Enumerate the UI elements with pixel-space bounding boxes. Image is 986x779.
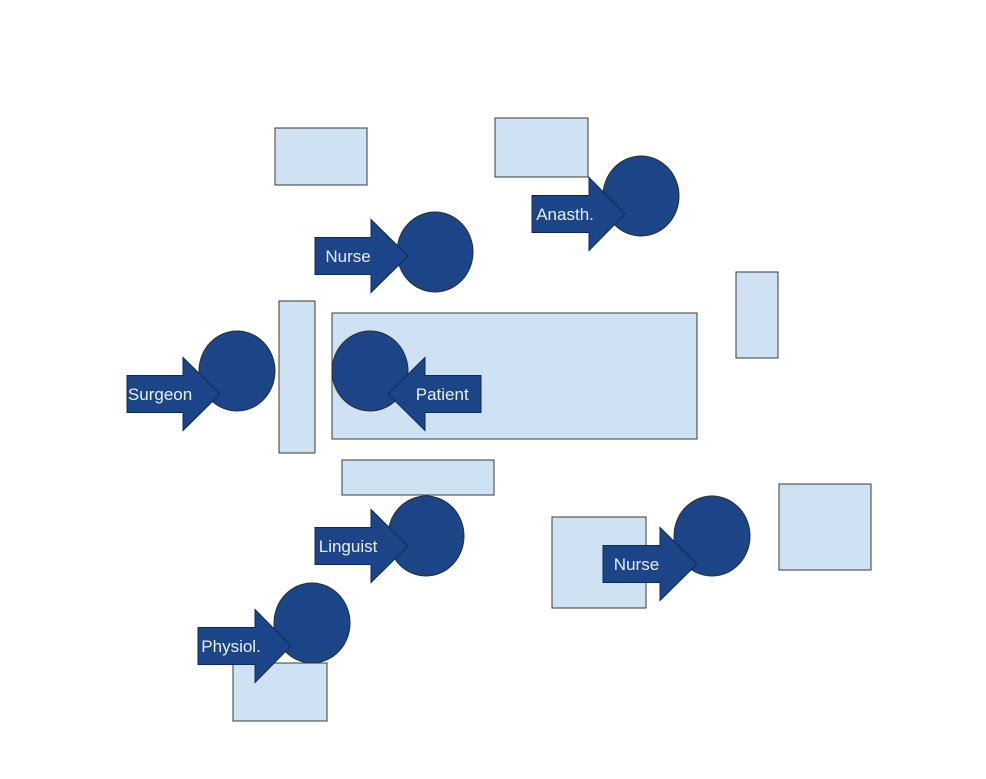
cabinet-right [735, 271, 779, 359]
role-patient-3: Patient [331, 330, 482, 432]
person-circle [198, 330, 276, 412]
role-label: Linguist [319, 537, 378, 556]
screen-panel [278, 300, 316, 454]
direction-arrow-icon [314, 218, 409, 294]
person-circle [331, 330, 409, 412]
cabinet-top-left [274, 127, 368, 186]
role-anasth-1: Anasth. [531, 155, 680, 252]
role-label: Anasth. [536, 205, 594, 224]
direction-arrow-icon [602, 526, 698, 602]
furniture-layer [232, 117, 872, 722]
person-circle [673, 495, 751, 577]
role-nurse-0: Nurse [314, 211, 474, 294]
direction-arrow-icon [197, 608, 292, 684]
direction-arrow-icon [387, 356, 482, 432]
instrument-tray [341, 459, 495, 496]
direction-arrow-icon [531, 176, 626, 252]
role-label: Nurse [614, 555, 659, 574]
role-label: Surgeon [128, 385, 192, 404]
person-circle [273, 582, 351, 664]
direction-arrow-icon [126, 356, 221, 432]
cabinet-bottom-right [778, 483, 872, 571]
role-physiol-6: Physiol. [197, 582, 351, 684]
person-circle [396, 211, 474, 293]
role-label: Physiol. [201, 637, 261, 656]
role-label: Patient [416, 385, 469, 404]
role-surgeon-2: Surgeon [126, 330, 276, 432]
role-linguist-4: Linguist [314, 495, 465, 584]
direction-arrow-icon [314, 508, 409, 584]
stool-bottom-left [232, 662, 328, 722]
role-label: Nurse [325, 247, 370, 266]
person-circle [387, 495, 465, 577]
role-nurse-5: Nurse [602, 495, 751, 602]
cabinet-top-middle [494, 117, 589, 178]
